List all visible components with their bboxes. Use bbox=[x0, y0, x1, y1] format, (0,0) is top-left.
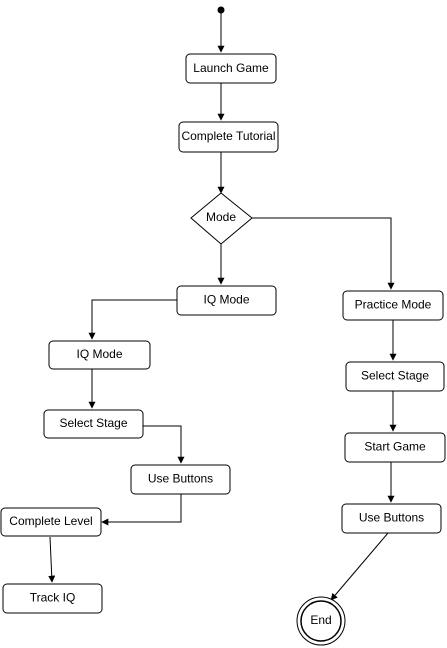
use-buttons-left-label: Use Buttons bbox=[148, 472, 213, 486]
iq-mode-second-label: IQ Mode bbox=[76, 347, 122, 361]
select-stage-left-node[interactable]: Select Stage bbox=[43, 409, 144, 439]
iq-mode-label: IQ Mode bbox=[203, 293, 249, 307]
start-game-node[interactable]: Start Game bbox=[344, 432, 446, 463]
iq-mode-node[interactable]: IQ Mode bbox=[176, 285, 277, 316]
edge-iq-mode-to-iq-mode bbox=[88, 299, 177, 340]
launch-game-label: Launch Game bbox=[193, 61, 269, 75]
select-stage-right-node[interactable]: Select Stage bbox=[345, 361, 445, 392]
end-node[interactable]: End bbox=[296, 596, 346, 646]
edge-select-stage-to-use-buttons bbox=[143, 425, 185, 464]
use-buttons-left-node[interactable]: Use Buttons bbox=[130, 464, 231, 495]
mode-label: Mode bbox=[206, 210, 236, 224]
track-iq-label: Track IQ bbox=[30, 591, 76, 605]
complete-level-label: Complete Level bbox=[9, 514, 92, 528]
initial-node bbox=[217, 6, 225, 14]
edge-mode-to-practice-mode bbox=[252, 217, 395, 290]
edge-complete-level-to-track-iq bbox=[48, 536, 56, 583]
select-stage-right-label: Select Stage bbox=[361, 369, 429, 383]
practice-mode-node[interactable]: Practice Mode bbox=[342, 290, 444, 321]
complete-tutorial-node[interactable]: Complete Tutorial bbox=[178, 121, 279, 153]
iq-mode-second-node[interactable]: IQ Mode bbox=[48, 340, 151, 370]
start-game-label: Start Game bbox=[364, 440, 426, 454]
end-label: End bbox=[310, 613, 331, 627]
complete-level-node[interactable]: Complete Level bbox=[0, 507, 102, 537]
edges bbox=[48, 11, 397, 601]
select-stage-left-label: Select Stage bbox=[59, 416, 127, 430]
use-buttons-right-label: Use Buttons bbox=[359, 511, 424, 525]
complete-tutorial-label: Complete Tutorial bbox=[181, 129, 275, 143]
use-buttons-right-node[interactable]: Use Buttons bbox=[341, 503, 442, 534]
edge-use-buttons-to-end bbox=[330, 532, 389, 601]
edge-use-buttons-to-complete-level bbox=[101, 494, 182, 526]
track-iq-node[interactable]: Track IQ bbox=[2, 583, 103, 614]
mode-decision-node[interactable]: Mode bbox=[190, 192, 253, 245]
launch-game-node[interactable]: Launch Game bbox=[185, 53, 277, 84]
practice-mode-label: Practice Mode bbox=[355, 298, 432, 312]
